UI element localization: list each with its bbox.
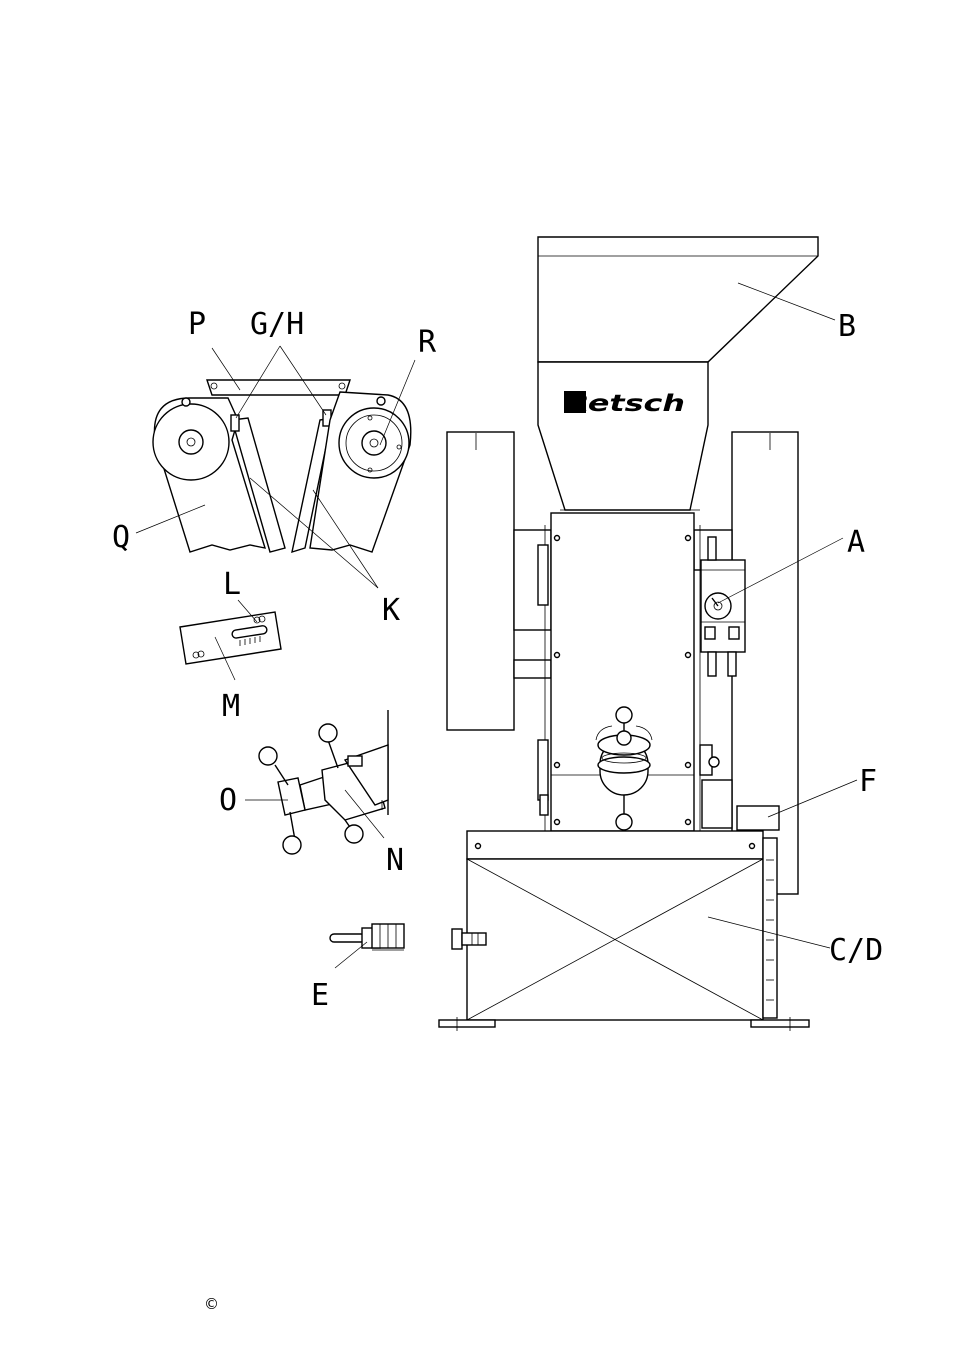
gap-scale-plate xyxy=(180,612,281,664)
label-gh: G/H xyxy=(250,307,304,342)
label-a: A xyxy=(847,525,865,560)
label-cd: C/D xyxy=(829,933,883,968)
logo-text: Retsch xyxy=(565,391,685,417)
label-k: K xyxy=(382,593,400,628)
label-o: O xyxy=(219,783,237,818)
left-side-panel xyxy=(447,432,514,730)
label-e: E xyxy=(311,978,329,1013)
plug-connector-detail xyxy=(330,924,404,950)
retsch-logo: Retsch xyxy=(564,391,685,417)
machine-main-view: Retsch xyxy=(439,237,818,1031)
copyright-symbol: © xyxy=(204,1295,219,1313)
label-r: R xyxy=(418,325,437,360)
collecting-drawer xyxy=(439,831,809,1031)
label-m: M xyxy=(222,689,240,724)
label-l: L xyxy=(223,567,241,602)
drawer-switch-box xyxy=(737,806,779,830)
label-b: B xyxy=(838,309,856,344)
label-q: Q xyxy=(112,520,130,555)
label-n: N xyxy=(386,843,404,878)
adjustment-handles-detail xyxy=(259,710,388,854)
label-f: F xyxy=(859,764,877,799)
roller-detail-view xyxy=(153,380,411,552)
label-p: P xyxy=(188,307,206,342)
